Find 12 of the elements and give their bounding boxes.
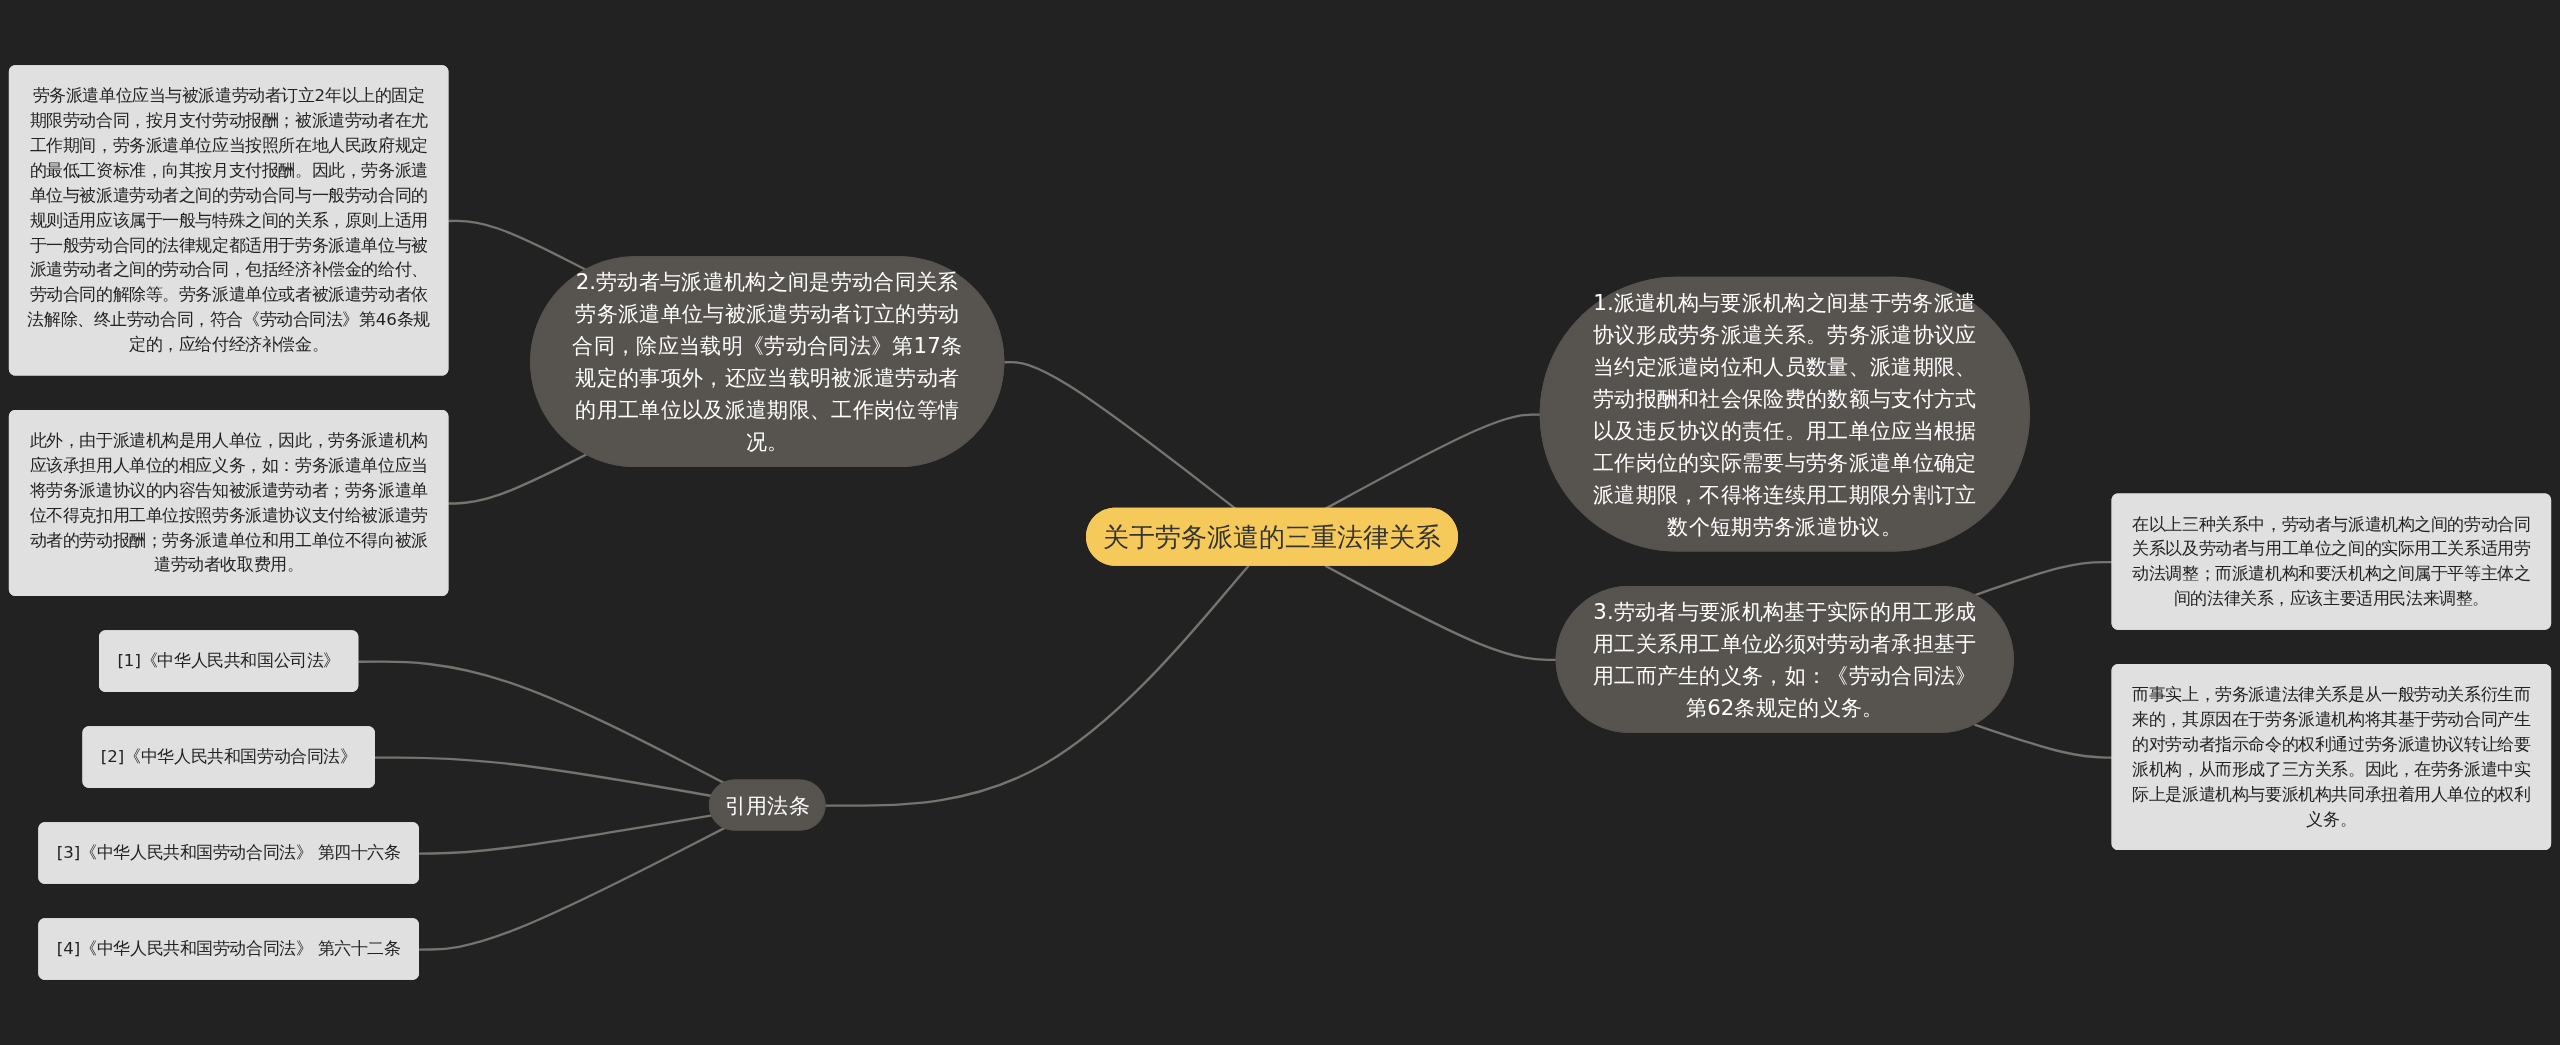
connector (418, 827, 725, 951)
connector (1324, 413, 1541, 510)
connector (1324, 564, 1557, 662)
connector (448, 219, 587, 272)
connector (1004, 360, 1237, 510)
connector (418, 814, 713, 855)
connector (358, 660, 725, 785)
connector (1974, 723, 2113, 759)
connector (374, 756, 713, 798)
connector (1974, 560, 2113, 597)
connector (825, 564, 1250, 807)
connector (448, 453, 587, 505)
